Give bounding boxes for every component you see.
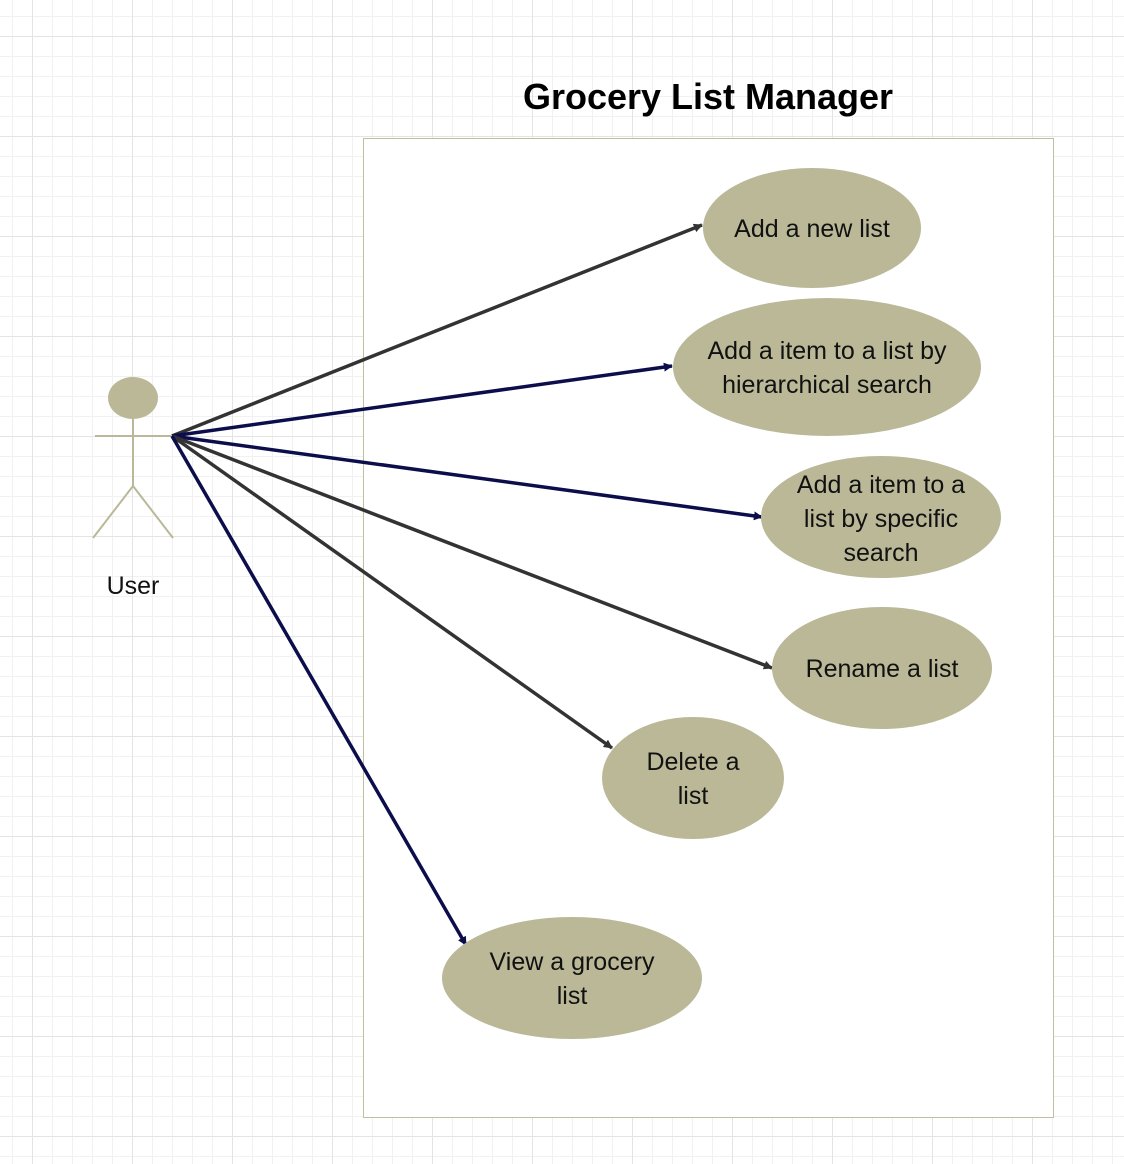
use-case-label-line-1: View a grocery bbox=[490, 948, 655, 976]
use-case-label-line-1: Add a item to a list by bbox=[707, 337, 947, 365]
actor-left-leg bbox=[92, 485, 134, 539]
use-case-add-new-list[interactable]: Add a new list bbox=[703, 168, 921, 288]
use-case-label: Add a new list bbox=[734, 215, 890, 243]
association-add-item-hierarchical bbox=[171, 362, 673, 438]
association-add-item-specific bbox=[171, 434, 763, 521]
use-case-label-line-2: list bbox=[678, 782, 709, 810]
use-case-label-line-2: list by specific bbox=[804, 505, 958, 533]
use-case-ellipse bbox=[442, 917, 702, 1039]
use-case-add-item-specific[interactable]: Add a item to a list by specific search bbox=[761, 456, 1001, 578]
actor-label: User bbox=[107, 572, 160, 600]
actor-user[interactable]: User bbox=[92, 377, 174, 600]
association-add-new-list bbox=[171, 223, 703, 438]
associations bbox=[170, 223, 773, 946]
use-case-ellipse bbox=[772, 607, 992, 729]
use-case-label-line-1: Delete a bbox=[646, 748, 739, 776]
use-case-ellipse bbox=[673, 298, 981, 436]
use-case-delete-list[interactable]: Delete a list bbox=[602, 717, 784, 839]
use-case-label: Rename a list bbox=[806, 655, 959, 683]
diagram-title: Grocery List Manager bbox=[523, 76, 893, 117]
use-case-ellipse bbox=[602, 717, 784, 839]
association-delete-list bbox=[170, 434, 614, 750]
use-case-ellipse bbox=[761, 456, 1001, 578]
association-rename-list bbox=[171, 434, 773, 670]
actor-head bbox=[108, 377, 158, 419]
use-case-label-line-3: search bbox=[843, 539, 918, 567]
association-view-grocery-list bbox=[170, 435, 468, 946]
use-case-view-grocery-list[interactable]: View a grocery list bbox=[442, 917, 702, 1039]
use-case-label-line-2: hierarchical search bbox=[722, 371, 932, 399]
use-case-rename-list[interactable]: Rename a list bbox=[772, 607, 992, 729]
use-case-label-line-2: list bbox=[557, 982, 588, 1010]
use-case-label-line-1: Add a item to a bbox=[797, 471, 965, 499]
actor-right-leg bbox=[132, 485, 174, 539]
use-case-ellipse bbox=[703, 168, 921, 288]
use-case-add-item-hierarchical[interactable]: Add a item to a list by hierarchical sea… bbox=[673, 298, 981, 436]
